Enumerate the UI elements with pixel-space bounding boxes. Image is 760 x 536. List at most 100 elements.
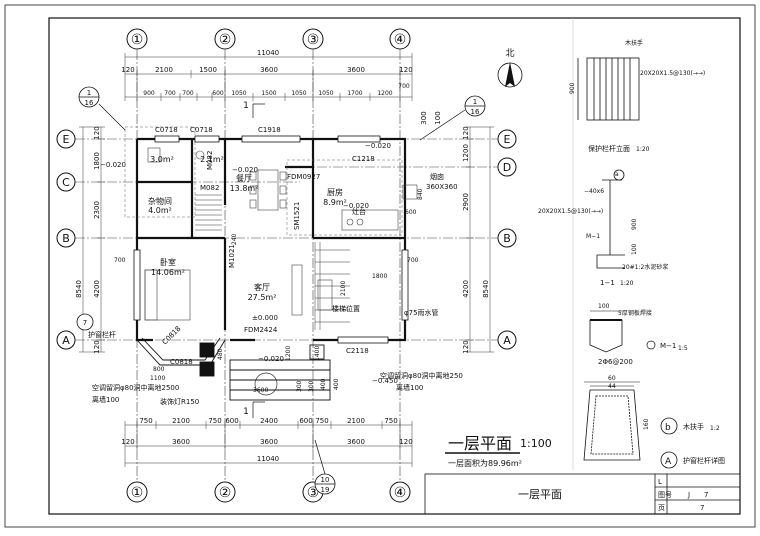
railing-detail-mark: 7 (83, 319, 87, 327)
detail-legends (660, 417, 678, 469)
detail-rail-elev-label: 20X20X1.5@130(→→) (640, 70, 705, 77)
coffee-table (317, 279, 333, 311)
detail-sec-dim-100: 100 (631, 243, 638, 255)
detail-rail-caption: 保护栏杆立面 (588, 144, 630, 153)
label-chimney: 烟囱 (430, 172, 444, 181)
dim-bottom-5: 2400 (260, 417, 278, 425)
detail-m1-label: M−1 (660, 342, 676, 350)
dim-top2-11: 700 (398, 83, 410, 90)
grid-bubble-4-bottom (389, 481, 411, 503)
grid-label-A-right: A (503, 334, 511, 347)
detail-m1 (589, 310, 623, 353)
legend-b-scale: 1:2 (710, 425, 720, 432)
dim-right-3: 2900 (462, 193, 470, 211)
dim-interior-1800: 1800 (372, 273, 387, 280)
stair-outline (124, 126, 403, 236)
dim-top2-7: 1050 (291, 90, 306, 97)
label-m082-a: M082 (200, 184, 219, 192)
label-ac-left-1: 空调留洞φ80洞中离地2500 (92, 383, 179, 392)
grid-label-D-right: D (503, 161, 511, 174)
outer-border (4, 4, 756, 528)
dim-right-300: 300 (420, 111, 428, 124)
dim-left-4: 4200 (93, 280, 101, 298)
detail-hand-w1: 60 (608, 375, 616, 382)
label-c1918: C1918 (258, 126, 281, 134)
detail-rail-caption-scale: 1:20 (636, 146, 650, 153)
lamp-circle (254, 372, 278, 396)
dim-top-5: 3600 (347, 66, 365, 74)
label-c2118: C2118 (346, 347, 369, 355)
dim-interior-3600: 3600 (253, 387, 268, 394)
legend-a-letter: A (665, 457, 672, 467)
dim-interior-840: 840 (417, 188, 424, 200)
label-c0818-diag: C0818 (161, 325, 183, 347)
title-block-sheet-num: 7 (700, 504, 704, 512)
room-area-kitchen: 8.9m² (323, 198, 347, 207)
dim-left-level: −0.020 (100, 161, 126, 169)
room-name-bedroom: 卧室 (160, 257, 176, 267)
dim-top2-1: 900 (143, 90, 155, 97)
dim-bottom-3: 750 (208, 417, 221, 425)
dim-right-total: 8540 (482, 280, 490, 298)
dim-bottom-9: 750 (384, 417, 397, 425)
section-mark-c-top: 10 (321, 476, 330, 484)
grid-bubble-3-top (302, 28, 324, 50)
detail-hand-w2: 44 (608, 383, 616, 390)
dim-bottom2-edge-right: 120 (399, 438, 412, 446)
dim-interior-300: 300 (296, 380, 303, 392)
dim-top-2: 2100 (155, 66, 173, 74)
title-block (424, 473, 741, 515)
level-porch: −0.020 (258, 355, 284, 363)
dim-interior-800: 800 (153, 366, 165, 373)
dim-left-2: 1800 (93, 152, 101, 170)
section-mark-b-bottom: 16 (471, 108, 480, 116)
walls (135, 137, 407, 342)
dim-top-6: 120 (399, 66, 412, 74)
dim-top-3: 1500 (199, 66, 217, 74)
dim-right-1: 120 (462, 126, 470, 139)
grid-label-B-left: B (62, 232, 70, 245)
room-name-kitchen: 厨房 (327, 187, 343, 197)
level-dining: −0.020 (232, 166, 258, 174)
dim-left-3: 2300 (93, 201, 101, 219)
section-mark-b-top: 1 (473, 98, 477, 106)
dim-top2-9: 1700 (347, 90, 362, 97)
plan-area-note: 一层面积为89.96m² (448, 458, 522, 468)
grid-label-A-left: A (62, 334, 70, 347)
dim-bottom2-edge-left: 120 (121, 438, 134, 446)
dim-bottom2-1: 3600 (172, 438, 190, 446)
dim-top-1: 120 (121, 66, 134, 74)
detail-sec-label-2: 20X20X1.5@130(→→) (538, 208, 603, 215)
dim-interior-400b: 400 (333, 378, 340, 390)
legend-b-letter: b (665, 423, 671, 433)
grid-label-1-bottom: ① (131, 485, 144, 501)
room-area-bath1: 3.0m² (150, 155, 174, 164)
dim-interior-1100: 1100 (150, 375, 165, 382)
furniture (144, 147, 418, 321)
dim-right-5: 120 (462, 340, 470, 353)
grid-label-C-left: C (62, 176, 70, 189)
dim-total-bottom: 11040 (257, 455, 279, 463)
section-mark-c-bottom: 19 (321, 486, 330, 494)
dining-table (257, 169, 279, 211)
bottom-dimension-lines (124, 421, 413, 467)
room-area-storage: 4.0m² (148, 206, 172, 215)
dim-interior-700a: 700 (114, 257, 126, 264)
label-chimney-size: 360X360 (426, 183, 458, 191)
inner-border (48, 17, 741, 515)
dim-bottom2-2: 3600 (260, 438, 278, 446)
grid-label-1-top: ① (131, 32, 144, 48)
level-kitchen: −0.020 (343, 202, 369, 210)
section-mark-a-bottom: 16 (85, 99, 94, 107)
room-area-bedroom: 14.06m² (151, 268, 185, 277)
label-fdm0927: FDM0927 (287, 173, 320, 181)
row-bubbles (56, 129, 517, 350)
label-stair-position: 楼梯位置 (332, 304, 360, 313)
dim-top2-3: 700 (182, 90, 194, 97)
dim-top2-8: 1050 (318, 90, 333, 97)
detail-railing-elevation (577, 57, 640, 121)
legend-b-text: 木扶手 (683, 422, 704, 431)
detail-m1-marker (646, 340, 656, 350)
section-cut-bottom: 1 (243, 407, 249, 417)
